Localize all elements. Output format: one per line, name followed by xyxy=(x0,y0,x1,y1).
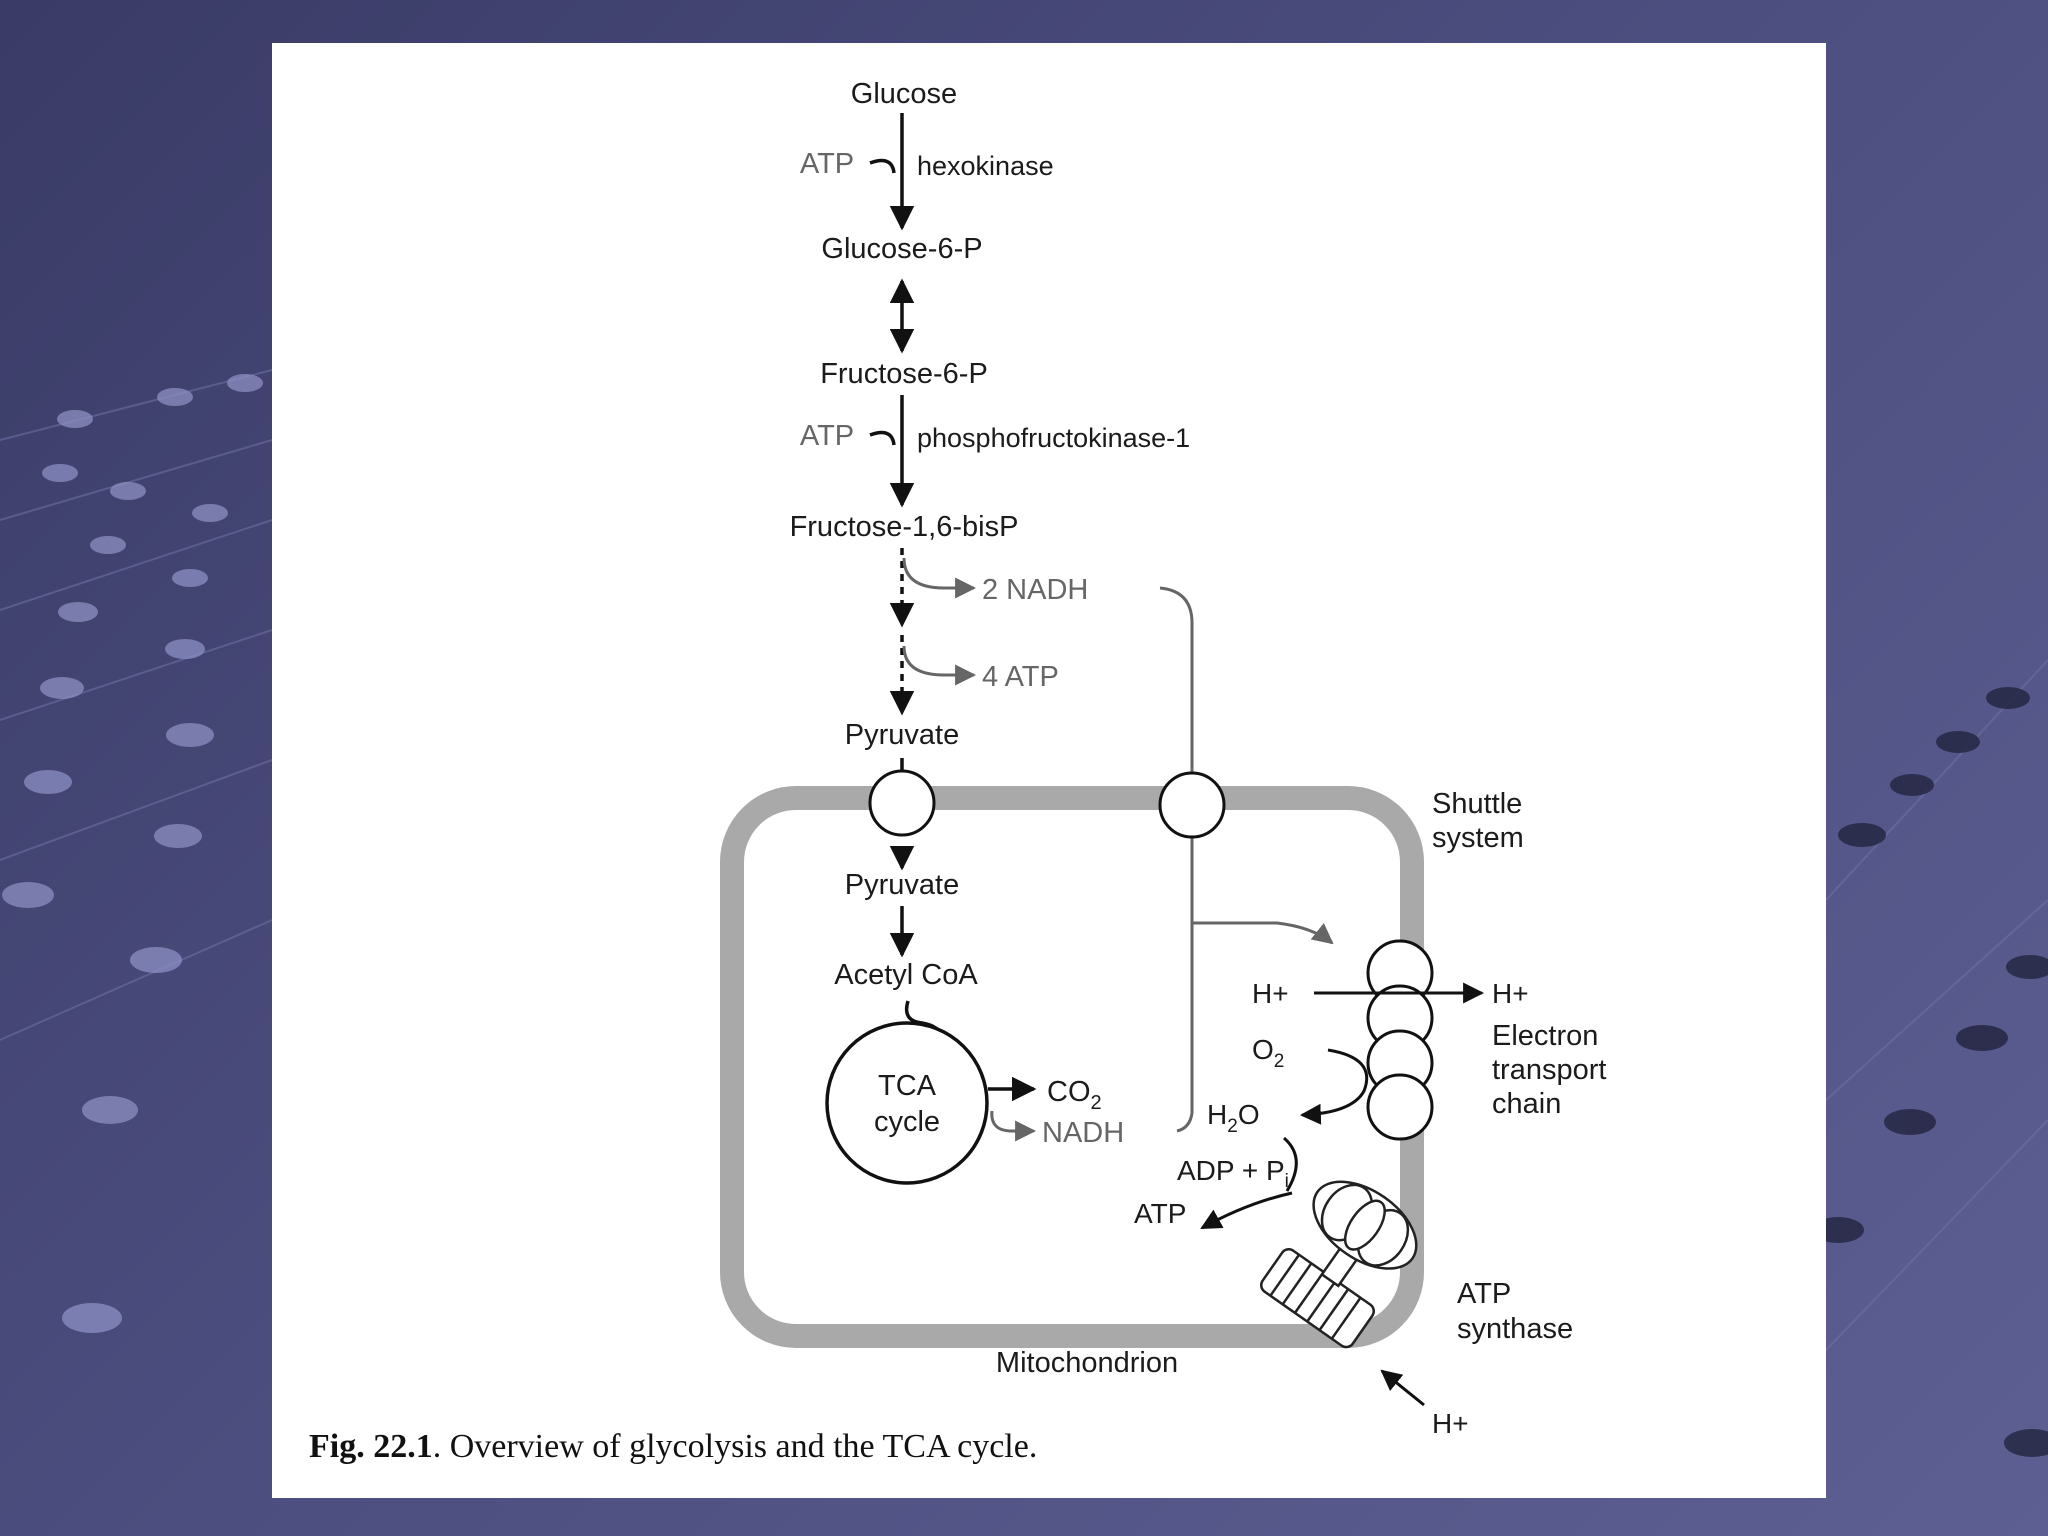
pyruvate-transporter xyxy=(868,769,936,837)
h-plus-in-label: H+ xyxy=(1252,978,1289,1009)
etc-line1: Electron xyxy=(1492,1020,1598,1052)
h2o-label: H2O xyxy=(1207,1099,1260,1137)
fructose-bisp-label: Fructose-1,6-bisP xyxy=(790,511,1019,543)
atp-synthase-complex xyxy=(1259,1180,1418,1349)
h-plus-out-label: H+ xyxy=(1492,978,1529,1009)
figure-caption-text: . Overview of glycolysis and the TCA cyc… xyxy=(432,1428,1038,1465)
glucose-6-p-label: Glucose-6-P xyxy=(821,233,982,265)
co2-label: CO2 xyxy=(1047,1076,1102,1114)
o2-to-h2o-arrow xyxy=(1299,1048,1369,1125)
glycolysis-tca-diagram: Glucose ATP hexokinase Glucose-6-P Fruct… xyxy=(720,78,1606,1439)
h-plus-synthase-label: H+ xyxy=(1432,1408,1469,1439)
atp-synthase-arrows xyxy=(1200,1136,1425,1407)
adp-pi-label: ADP + Pi xyxy=(1177,1155,1289,1192)
tca-line1: TCA xyxy=(878,1070,937,1102)
nadh-glycolysis-label: 2 NADH xyxy=(982,574,1088,606)
pyruvate-cytosol-label: Pyruvate xyxy=(845,719,959,751)
shuttle-transporter xyxy=(1158,771,1226,839)
electron-transport-chain-complexes xyxy=(1366,939,1434,1141)
pyruvate-mito-label: Pyruvate xyxy=(845,869,959,901)
atp-synthase-line2: synthase xyxy=(1457,1313,1573,1345)
atp-hexokinase-label: ATP xyxy=(800,148,854,180)
glucose-label: Glucose xyxy=(851,78,957,110)
o2-label: O2 xyxy=(1252,1034,1284,1072)
figure-slide: Glucose ATP hexokinase Glucose-6-P Fruct… xyxy=(272,43,1826,1498)
fructose-6-p-label: Fructose-6-P xyxy=(820,358,988,390)
tca-cycle-circle xyxy=(825,1021,989,1185)
atp-glycolysis-label: 4 ATP xyxy=(982,661,1059,693)
shuttle-line2: system xyxy=(1432,822,1524,854)
etc-line3: chain xyxy=(1492,1088,1561,1120)
mitochondrion-label: Mitochondrion xyxy=(996,1347,1178,1379)
cofactor-arrows xyxy=(902,557,1334,1142)
acetyl-coa-label: Acetyl CoA xyxy=(834,959,978,991)
tca-line2: cycle xyxy=(874,1106,940,1138)
atp-synthase-output-label: ATP xyxy=(1134,1198,1186,1229)
pfk1-label: phosphofructokinase-1 xyxy=(917,423,1190,453)
atp-pfk-label: ATP xyxy=(800,420,854,452)
etc-line2: transport xyxy=(1492,1054,1606,1086)
hexokinase-label: hexokinase xyxy=(917,151,1054,181)
atp-synthase-line1: ATP xyxy=(1457,1278,1511,1310)
figure-number: Fig. 22.1 xyxy=(309,1428,433,1465)
nadh-tca-label: NADH xyxy=(1042,1117,1124,1149)
shuttle-line1: Shuttle xyxy=(1432,788,1522,820)
figure-caption: Fig. 22.1. Overview of glycolysis and th… xyxy=(309,1428,1037,1466)
